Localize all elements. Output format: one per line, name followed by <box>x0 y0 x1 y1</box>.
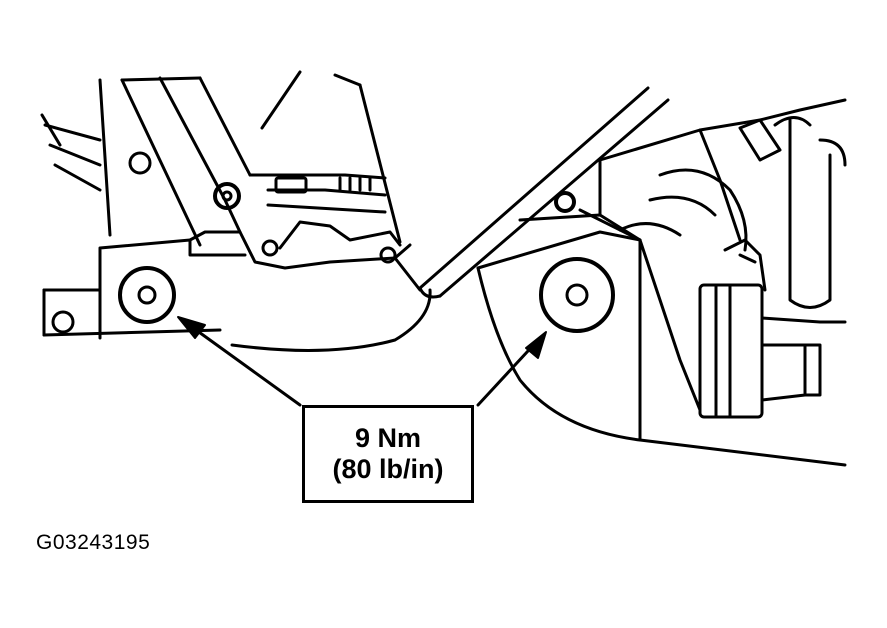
bracket-nut <box>554 191 576 213</box>
left-arrowhead <box>177 316 206 339</box>
left-bracket <box>42 220 412 340</box>
leader-lines <box>177 316 547 407</box>
left-edge-hole <box>51 310 75 334</box>
right-torque-bolt <box>539 257 615 333</box>
lower-plate <box>230 256 432 352</box>
diagonal-rod <box>418 86 670 299</box>
mid-hole <box>261 239 279 257</box>
right-bracket <box>476 98 847 467</box>
upper-nut <box>213 182 241 210</box>
fasteners <box>51 151 615 334</box>
figure-id: G03243195 <box>36 531 151 554</box>
right-arrowhead <box>525 331 547 359</box>
right-cylinder <box>578 116 847 309</box>
upper-hole <box>128 151 152 175</box>
torque-callout: 9 Nm (80 lb/in) <box>302 405 474 503</box>
left-torque-bolt <box>118 266 176 324</box>
upper-arm-assembly <box>40 70 402 247</box>
torque-metric: 9 Nm <box>354 422 422 453</box>
connector-assembly <box>618 168 847 419</box>
right-hole <box>379 246 397 264</box>
torque-imperial: (80 lb/in) <box>332 454 444 484</box>
